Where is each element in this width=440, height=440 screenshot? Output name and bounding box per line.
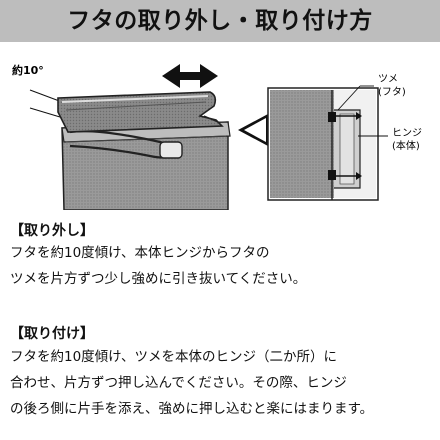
hinge-label: ヒンジ [392, 127, 422, 139]
attach-line: 合わせ、片方ずつ押し込んでください。その際、ヒンジ [10, 375, 347, 391]
claw-leader-line [337, 85, 361, 111]
hinge-sublabel: (本体) [392, 139, 420, 152]
claw-label: ツメ [378, 74, 398, 85]
page-title: フタの取り外し・取り付け方 [67, 8, 373, 34]
removal-paragraph: フタを約10度傾け、本体ヒンジからフタの ツメを片方ずつ少し強めに引き抜いてくだ… [10, 240, 306, 292]
container-body [61, 121, 231, 210]
lid-illustration: 約10° ツメ (フ [12, 63, 422, 210]
attach-line: の後ろ側に片手を添え、強めに押し込むと楽にはまります。 [10, 401, 374, 417]
tilted-lid [57, 91, 224, 133]
removal-line: ツメを片方ずつ少し強めに引き抜いてください。 [10, 271, 307, 287]
handle-clip [159, 141, 183, 159]
removal-heading: 【取り外し】 [10, 223, 94, 239]
attach-heading: 【取り付け】 [10, 326, 94, 342]
claw-sublabel: (フタ) [378, 86, 406, 98]
header-bar: フタの取り外し・取り付け方 [0, 0, 440, 42]
attach-paragraph: フタを約10度傾け、ツメを本体のヒンジ（二か所）に 合わせ、片方ずつ押し込んでく… [10, 344, 373, 422]
removal-line: フタを約10度傾け、本体ヒンジからフタの [10, 245, 270, 261]
angle-label: 約10° [12, 63, 44, 77]
attach-line: フタを約10度傾け、ツメを本体のヒンジ（二か所）に [10, 349, 338, 365]
pull-direction-arrow [162, 64, 218, 88]
hinge-detail-inset [267, 87, 379, 201]
